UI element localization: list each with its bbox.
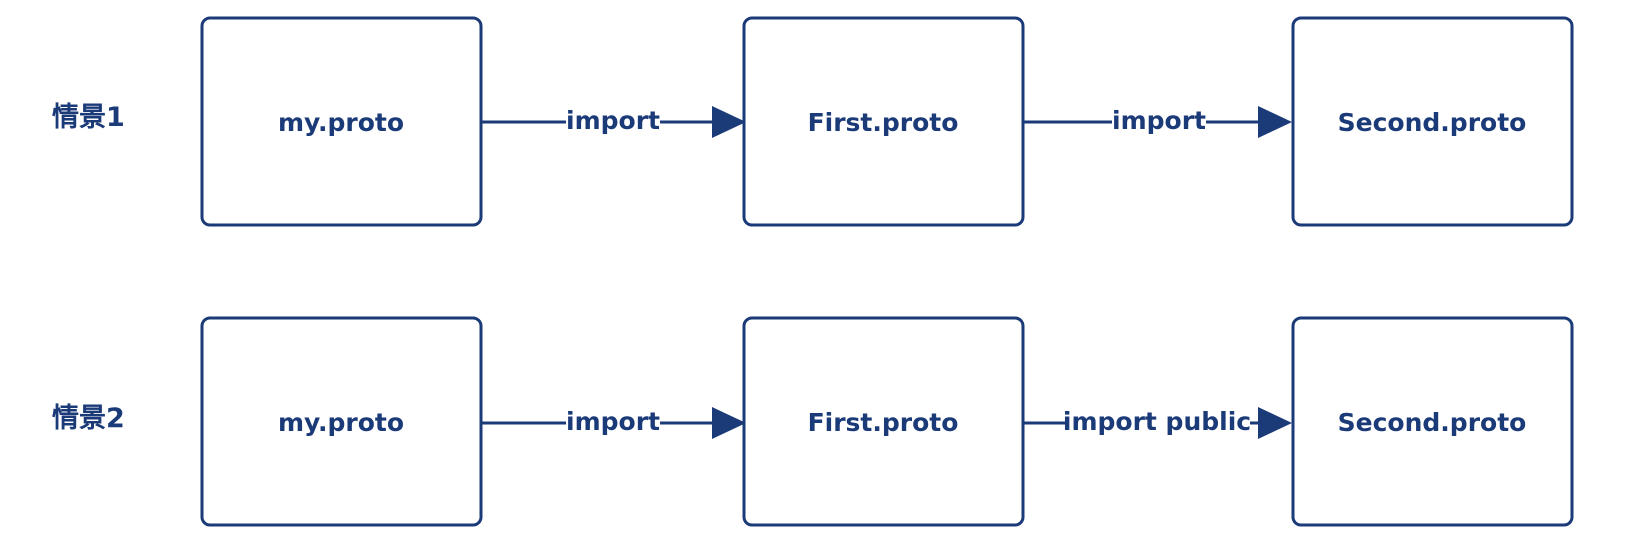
node-label: my.proto: [278, 108, 404, 137]
edge-label-bg: [1112, 104, 1206, 138]
edge-import-1a: import: [481, 104, 746, 138]
scenario-row-2: 情景2 my.proto import First.proto import p…: [52, 316, 1574, 527]
arrowhead-icon: [712, 407, 746, 439]
node-box: [1291, 16, 1574, 227]
node-first-proto-1: First.proto: [742, 16, 1025, 227]
arrowhead-icon: [712, 106, 746, 138]
edge-label-bg: [566, 405, 660, 439]
row-label-1: 情景1: [52, 102, 125, 133]
node-label: First.proto: [808, 108, 959, 137]
scenario-row-1: 情景1 my.proto import First.proto import S…: [52, 16, 1574, 227]
arrowhead-icon: [1258, 106, 1292, 138]
node-label: my.proto: [278, 408, 404, 437]
node-label: First.proto: [808, 408, 959, 437]
node-first-proto-2: First.proto: [742, 316, 1025, 527]
node-second-proto-1: Second.proto: [1291, 16, 1574, 227]
edge-label: import public: [1063, 407, 1251, 436]
node-box: [1291, 316, 1574, 527]
edge-label: import: [1112, 106, 1206, 135]
arrowhead-icon: [1258, 407, 1292, 439]
edge-import-2a: import: [481, 405, 746, 439]
row-label-2: 情景2: [52, 403, 125, 434]
edge-import-public-2b: import public: [1023, 405, 1292, 439]
node-my-proto-2: my.proto: [200, 316, 483, 527]
edge-label-bg: [566, 104, 660, 138]
edge-import-1b: import: [1023, 104, 1292, 138]
edge-label-bg: [1066, 405, 1250, 439]
node-my-proto-1: my.proto: [200, 16, 483, 227]
edge-label: import: [566, 106, 660, 135]
node-second-proto-2: Second.proto: [1291, 316, 1574, 527]
edge-label: import: [566, 407, 660, 436]
node-label: Second.proto: [1338, 108, 1527, 137]
node-label: Second.proto: [1338, 408, 1527, 437]
